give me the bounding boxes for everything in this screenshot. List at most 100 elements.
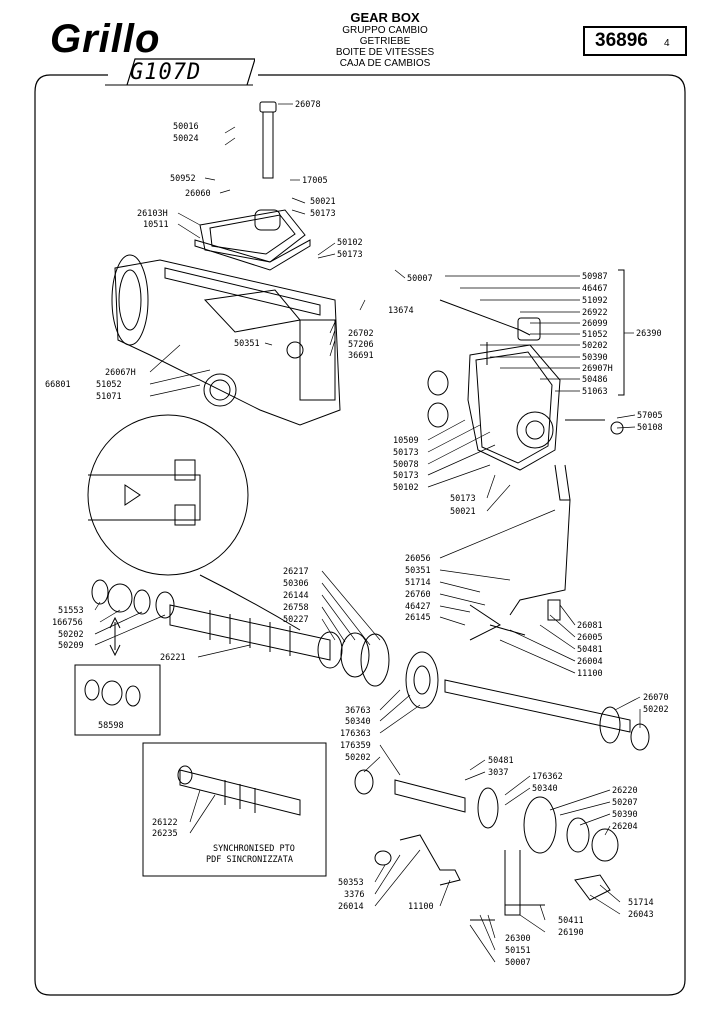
label-50202: 50202 <box>345 753 371 763</box>
label-26005: 26005 <box>577 633 603 643</box>
label-57206: 57206 <box>348 340 374 350</box>
part-labels: 26078 50016 50024 50952 26060 17005 5002… <box>45 100 669 968</box>
label-50952: 50952 <box>170 174 196 184</box>
label-50078: 50078 <box>393 460 419 470</box>
label-176362: 176362 <box>532 772 563 782</box>
label-46467: 46467 <box>582 284 608 294</box>
label-166756: 166756 <box>52 618 83 628</box>
label-50024: 50024 <box>173 134 199 144</box>
label-26235: 26235 <box>152 829 178 839</box>
label-13674: 13674 <box>388 306 414 316</box>
label-26014: 26014 <box>338 902 364 912</box>
label-3037: 3037 <box>488 768 508 778</box>
label-50202: 50202 <box>58 630 84 640</box>
label-26103H: 26103H <box>137 209 168 219</box>
label-50108: 50108 <box>637 423 663 433</box>
label-26060: 26060 <box>185 189 211 199</box>
table-code: 36896 <box>595 30 648 51</box>
label-50102: 50102 <box>393 483 419 493</box>
label-3376: 3376 <box>344 890 364 900</box>
label-11100: 11100 <box>408 902 434 912</box>
label-50007: 50007 <box>407 274 433 284</box>
label-51714: 51714 <box>628 898 654 908</box>
label-50173: 50173 <box>337 250 363 260</box>
label-50173: 50173 <box>310 209 336 219</box>
label-58598: 58598 <box>98 721 124 731</box>
label-50390: 50390 <box>612 810 638 820</box>
label-50340: 50340 <box>345 717 371 727</box>
label-50987: 50987 <box>582 272 608 282</box>
label-50207: 50207 <box>612 798 638 808</box>
label-50411: 50411 <box>558 916 584 926</box>
label-10509: 10509 <box>393 436 419 446</box>
label-26220: 26220 <box>612 786 638 796</box>
model-name: G107D <box>130 60 202 85</box>
label-50306: 50306 <box>283 579 309 589</box>
code-frame <box>583 26 687 56</box>
label-50016: 50016 <box>173 122 199 132</box>
label-26145: 26145 <box>405 613 431 623</box>
label-26099: 26099 <box>582 319 608 329</box>
label-26190: 26190 <box>558 928 584 938</box>
label-26221: 26221 <box>160 653 186 663</box>
label-51553: 51553 <box>58 606 84 616</box>
label-26907H: 26907H <box>582 364 613 374</box>
label-50173: 50173 <box>450 494 476 504</box>
label-50486: 50486 <box>582 375 608 385</box>
label-50021: 50021 <box>310 197 336 207</box>
label-50481: 50481 <box>577 645 603 655</box>
label-51052: 51052 <box>96 380 122 390</box>
title-it: GRUPPO CAMBIO <box>342 25 428 36</box>
label-26056: 26056 <box>405 554 431 564</box>
label-26922: 26922 <box>582 308 608 318</box>
label-57005: 57005 <box>637 411 663 421</box>
label-26004: 26004 <box>577 657 603 667</box>
label-26217: 26217 <box>283 567 309 577</box>
label-51071: 51071 <box>96 392 122 402</box>
label-50353: 50353 <box>338 878 364 888</box>
title-de: GETRIEBE <box>359 36 411 47</box>
label-26078: 26078 <box>295 100 321 110</box>
label-176359: 176359 <box>340 741 371 751</box>
model-frame <box>105 58 255 86</box>
label-50202: 50202 <box>582 341 608 351</box>
label-50151: 50151 <box>505 946 531 956</box>
table-code-sub: 4 <box>664 38 670 49</box>
label-51092: 51092 <box>582 296 608 306</box>
label-50209: 50209 <box>58 641 84 651</box>
label-66801: 66801 <box>45 380 71 390</box>
label-26702: 26702 <box>348 329 374 339</box>
leader-lines <box>94 103 641 963</box>
label-50227: 50227 <box>283 615 309 625</box>
label-46427: 46427 <box>405 602 431 612</box>
label-17005: 17005 <box>302 176 328 186</box>
title-en: GEAR BOX <box>350 10 420 25</box>
label-50102: 50102 <box>337 238 363 248</box>
label-11100: 11100 <box>577 669 603 679</box>
label-26122: 26122 <box>152 818 178 828</box>
label-50021: 50021 <box>450 507 476 517</box>
label-26043: 26043 <box>628 910 654 920</box>
title-fr: BOITE DE VITESSES <box>335 47 435 58</box>
label-176363: 176363 <box>340 729 371 739</box>
label-36763: 36763 <box>345 706 371 716</box>
label-26070: 26070 <box>643 693 669 703</box>
label-50351: 50351 <box>405 566 431 576</box>
pto-caption-en: SYNCHRONISED PTO <box>213 844 295 854</box>
label-26081: 26081 <box>577 621 603 631</box>
label-50202: 50202 <box>643 705 669 715</box>
label-50481: 50481 <box>488 756 514 766</box>
pto-caption-it: PDF SINCRONIZZATA <box>206 855 293 865</box>
label-51714: 51714 <box>405 578 431 588</box>
label-26760: 26760 <box>405 590 431 600</box>
label-10511: 10511 <box>143 220 169 230</box>
label-50173: 50173 <box>393 448 419 458</box>
drawing-frame <box>34 74 686 996</box>
label-26204: 26204 <box>612 822 638 832</box>
title-block: GEAR BOX GRUPPO CAMBIO GETRIEBE BOITE DE… <box>300 10 470 69</box>
label-26390: 26390 <box>636 329 662 339</box>
label-50173: 50173 <box>393 471 419 481</box>
label-26758: 26758 <box>283 603 309 613</box>
label-36691: 36691 <box>348 351 374 361</box>
